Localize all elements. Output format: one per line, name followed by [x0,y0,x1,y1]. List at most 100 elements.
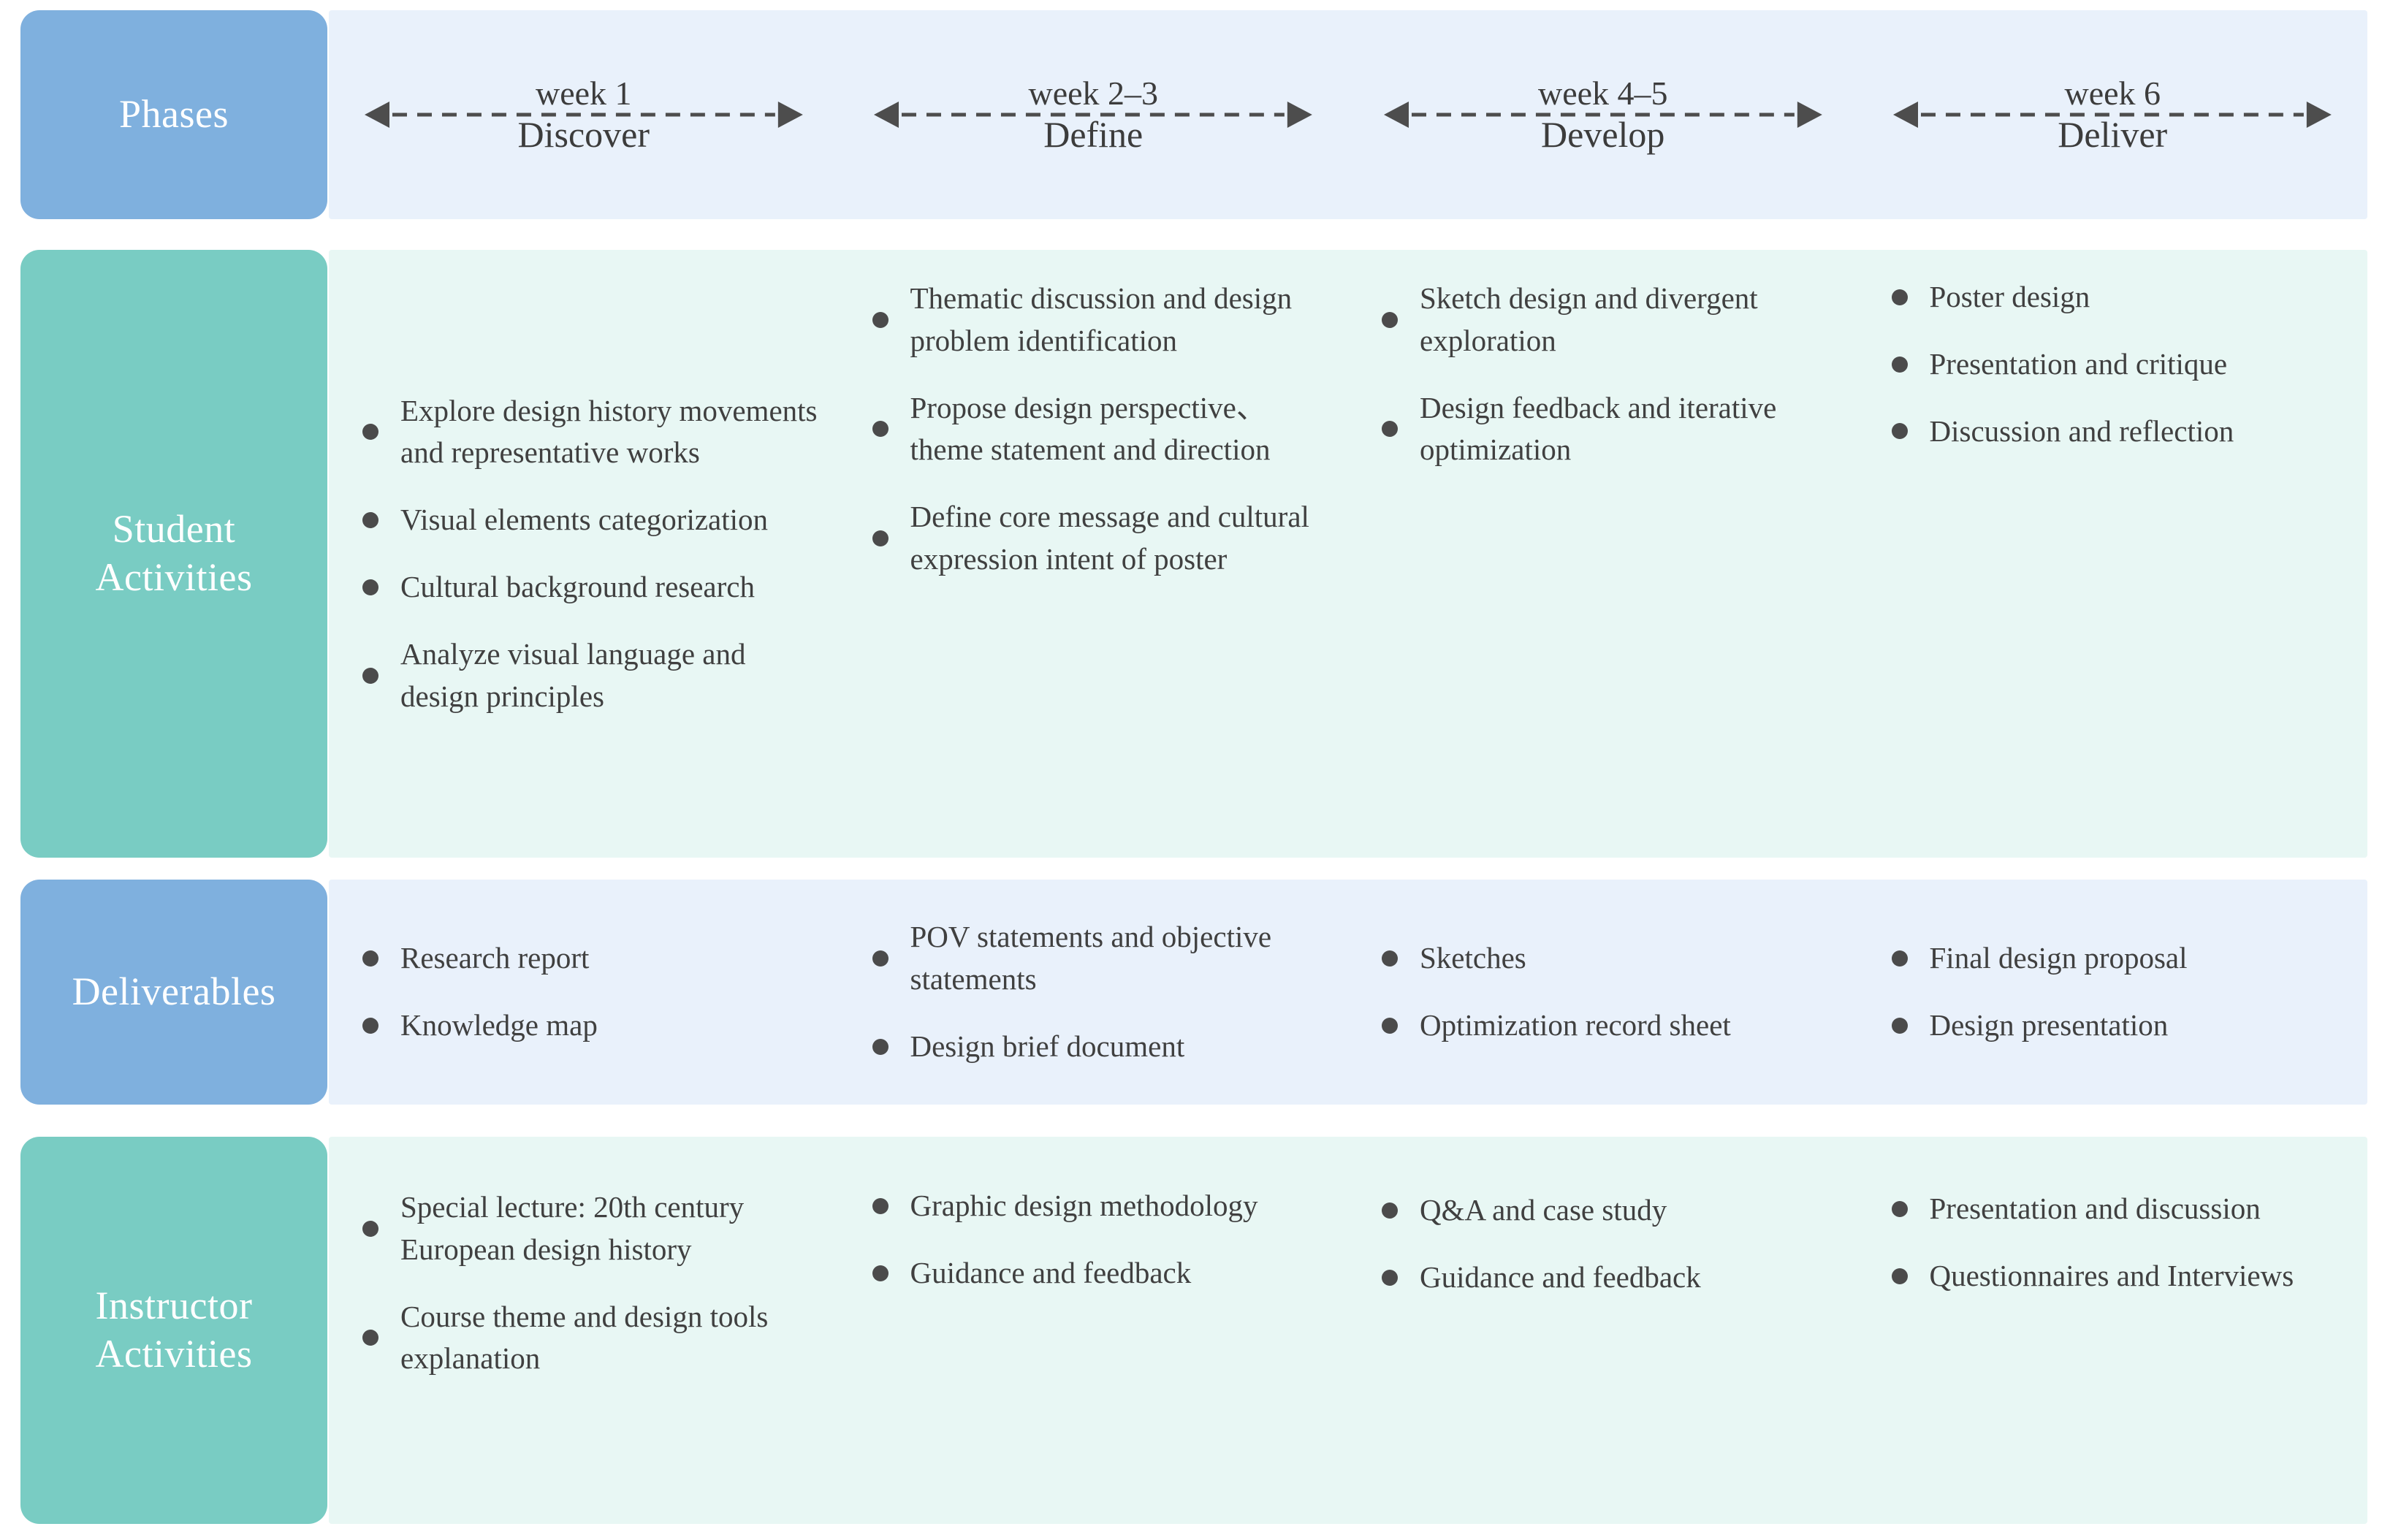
bullet-dot-icon [362,667,378,684]
list-item: Presentation and discussion [1887,1188,2348,1230]
row-label-phases-text: Phases [119,92,229,137]
phase-name-discover: Discover [517,114,650,155]
instructor-activities-cell-define: Graphic design methodology Guidance and … [839,1137,1349,1524]
bullet-dot-icon [1382,421,1398,438]
row-phases: Phases week 1 Discover [0,10,2382,219]
bullet-dot-icon [1891,1200,1908,1217]
row-label-student-activities: Student Activities [20,250,327,858]
bullet-dot-icon [362,1017,378,1034]
row-student-activities: Student Activities Explore design histor… [0,250,2382,858]
row-label-deliverables: Deliverables [20,880,327,1105]
bullet-dot-icon [1382,1202,1398,1219]
list-item: Final design proposal [1887,937,2348,980]
bullet-list: Final design proposal Design presentatio… [1887,937,2348,1047]
list-item: Propose design perspective、 theme statem… [868,387,1328,472]
row-instructor-activities: Instructor Activities Special lecture: 2… [0,1137,2382,1524]
phase-column-discover: week 1 Discover [329,10,839,219]
phase-name-deliver: Deliver [2058,114,2168,155]
student-activities-cell-define: Thematic discussion and design problem i… [839,250,1349,858]
row-label-line1: Instructor [95,1284,253,1328]
list-item: Discussion and reflection [1887,411,2348,453]
bullet-dot-icon [1891,1268,1908,1284]
list-item: Sketch design and divergent exploration [1377,278,1838,362]
student-activities-cell-develop: Sketch design and divergent exploration … [1348,250,1858,858]
phase-week-2-3: week 2–3 [1028,75,1159,112]
bullet-list: Special lecture: 20th century European d… [358,1186,818,1380]
list-item: Design brief document [868,1026,1328,1068]
bullet-list: Sketches Optimization record sheet [1377,937,1838,1047]
list-item: Research report [358,937,818,980]
list-item: Analyze visual language and design princ… [358,633,818,718]
bullet-dot-icon [1891,1017,1908,1034]
bullet-dot-icon [362,424,378,441]
bullet-dot-icon [1891,356,1908,373]
list-item: Questionnaires and Interviews [1887,1255,2348,1297]
list-item: Define core message and cultural express… [868,496,1328,581]
instructor-activities-columns: Special lecture: 20th century European d… [329,1137,2367,1524]
row-label-deliverables-text: Deliverables [72,969,276,1014]
phase-column-develop: week 4–5 Develop [1348,10,1858,219]
bullet-dot-icon [872,950,889,967]
bullet-dot-icon [1891,289,1908,305]
bullet-dot-icon [872,311,889,328]
bullet-dot-icon [1382,311,1398,328]
bullet-list: Presentation and discussion Questionnair… [1887,1188,2348,1297]
instructor-activities-cell-discover: Special lecture: 20th century European d… [329,1137,839,1524]
student-activities-cell-deliver: Poster design Presentation and critique … [1858,250,2368,858]
bullet-list: Sketch design and divergent exploration … [1377,278,1838,471]
list-item: Design feedback and iterative optimizati… [1377,387,1838,472]
bullet-dot-icon [1382,1269,1398,1286]
bullet-dot-icon [362,950,378,967]
phase-columns: week 1 Discover week 2–3 [329,10,2367,219]
row-deliverables: Deliverables Research report Knowledge m… [0,880,2382,1105]
deliverables-columns: Research report Knowledge map POV statem… [329,880,2367,1105]
row-label-instructor-activities: Instructor Activities [20,1137,327,1524]
bullet-dot-icon [1891,950,1908,967]
row-label-line2: Activities [95,555,253,599]
deliverables-cell-develop: Sketches Optimization record sheet [1348,880,1858,1105]
bullet-dot-icon [362,1330,378,1346]
bullet-dot-icon [872,1038,889,1055]
phase-week-4-5: week 4–5 [1537,75,1668,112]
phase-name-develop: Develop [1541,114,1665,155]
row-label-instructor-activities-text: Instructor Activities [96,1282,253,1379]
list-item: Explore design history movements and rep… [358,390,818,475]
student-activities-columns: Explore design history movements and rep… [329,250,2367,858]
bullet-list: Explore design history movements and rep… [358,390,818,718]
row-instructor-activities-panel [329,1137,2367,1524]
student-activities-cell-discover: Explore design history movements and rep… [329,250,839,858]
row-label-line1: Student [112,507,236,552]
list-item: Cultural background research [358,566,818,609]
row-student-activities-panel [329,250,2367,858]
row-label-phases: Phases [20,10,327,219]
bullet-list: Research report Knowledge map [358,937,818,1047]
list-item: Q&A and case study [1377,1189,1838,1232]
deliverables-cell-deliver: Final design proposal Design presentatio… [1858,880,2368,1105]
bullet-list: Q&A and case study Guidance and feedback [1377,1189,1838,1299]
bullet-dot-icon [1891,423,1908,440]
list-item: Sketches [1377,937,1838,980]
row-label-student-activities-text: Student Activities [96,506,253,602]
bullet-dot-icon [872,421,889,438]
list-item: Thematic discussion and design problem i… [868,278,1328,362]
bullet-dot-icon [1382,1017,1398,1034]
row-deliverables-panel [329,880,2367,1105]
bullet-list: Thematic discussion and design problem i… [868,278,1328,581]
phase-name-define: Define [1043,114,1144,155]
list-item: Course theme and design tools explanatio… [358,1296,818,1381]
row-label-line2: Activities [95,1332,253,1376]
list-item: Graphic design methodology [868,1185,1328,1227]
list-item: Optimization record sheet [1377,1005,1838,1047]
phase-column-define: week 2–3 Define [839,10,1349,219]
instructor-activities-cell-develop: Q&A and case study Guidance and feedback [1348,1137,1858,1524]
bullet-dot-icon [1382,950,1398,967]
deliverables-cell-discover: Research report Knowledge map [329,880,839,1105]
bullet-dot-icon [872,1197,889,1214]
bullet-dot-icon [362,1220,378,1237]
list-item: POV statements and objective statements [868,916,1328,1001]
bullet-dot-icon [362,579,378,595]
bullet-list: POV statements and objective statements … [868,916,1328,1067]
phase-column-deliver: week 6 Deliver [1858,10,2368,219]
list-item: Presentation and critique [1887,343,2348,386]
